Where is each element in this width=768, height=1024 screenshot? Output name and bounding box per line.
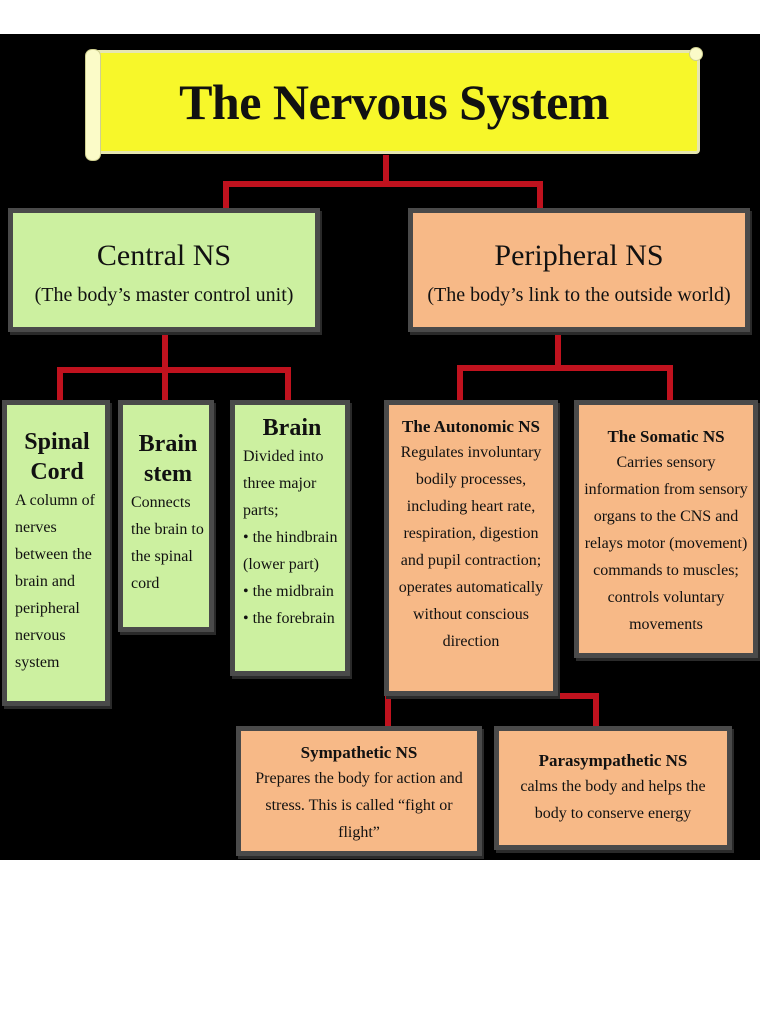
spinal-cord-box: Spinal Cord A column of nerves between t… bbox=[2, 400, 110, 706]
brain-stem-box: Brain stem Connects the brain to the spi… bbox=[118, 400, 214, 632]
peripheral-ns-title: Peripheral NS bbox=[494, 239, 664, 272]
central-ns-title: Central NS bbox=[96, 239, 232, 272]
brain-part-midbrain: • the midbrain bbox=[243, 583, 334, 600]
page-title: The Nervous System bbox=[179, 74, 609, 130]
somatic-ns-title: The Somatic NS bbox=[607, 427, 725, 446]
brain-part-hindbrain: • the hindbrain (lower part) bbox=[243, 529, 338, 573]
diagram-board: The Nervous System Central NS (The body’… bbox=[0, 34, 760, 860]
autonomic-ns-description: Regulates involuntary bodily processes, … bbox=[398, 444, 544, 650]
scroll-curl-left bbox=[85, 49, 101, 161]
parasympathetic-ns-box: Parasympathetic NS calms the body and he… bbox=[494, 726, 732, 850]
sympathetic-ns-title: Sympathetic NS bbox=[300, 743, 418, 762]
brain-stem-description: Connects the brain to the spinal cord bbox=[131, 494, 204, 592]
brain-part-forebrain: • the forebrain bbox=[243, 610, 335, 627]
brain-intro: Divided into three major parts; bbox=[243, 448, 324, 519]
scroll-curl-right bbox=[689, 47, 703, 61]
somatic-ns-box: The Somatic NS Carries sensory informati… bbox=[574, 400, 758, 658]
central-ns-box: Central NS (The body’s master control un… bbox=[8, 208, 320, 332]
spinal-cord-title: Spinal Cord bbox=[24, 429, 90, 485]
spinal-cord-description: A column of nerves between the brain and… bbox=[15, 492, 95, 671]
brain-box: Brain Divided into three major parts; • … bbox=[230, 400, 350, 676]
sympathetic-ns-box: Sympathetic NS Prepares the body for act… bbox=[236, 726, 482, 856]
autonomic-ns-box: The Autonomic NS Regulates involuntary b… bbox=[384, 400, 558, 696]
parasympathetic-ns-title: Parasympathetic NS bbox=[538, 751, 688, 770]
brain-title: Brain bbox=[262, 415, 322, 441]
autonomic-ns-title: The Autonomic NS bbox=[402, 417, 540, 436]
brain-stem-title: Brain stem bbox=[138, 431, 198, 487]
somatic-ns-description: Carries sensory information from sensory… bbox=[584, 454, 748, 633]
parasympathetic-ns-description: calms the body and helps the body to con… bbox=[520, 778, 706, 822]
title-banner: The Nervous System bbox=[85, 47, 703, 161]
peripheral-ns-subtitle: (The body’s link to the outside world) bbox=[427, 284, 731, 306]
sympathetic-ns-description: Prepares the body for action and stress.… bbox=[255, 770, 463, 841]
central-ns-subtitle: (The body’s master control unit) bbox=[34, 284, 294, 306]
peripheral-ns-box: Peripheral NS (The body’s link to the ou… bbox=[408, 208, 750, 332]
